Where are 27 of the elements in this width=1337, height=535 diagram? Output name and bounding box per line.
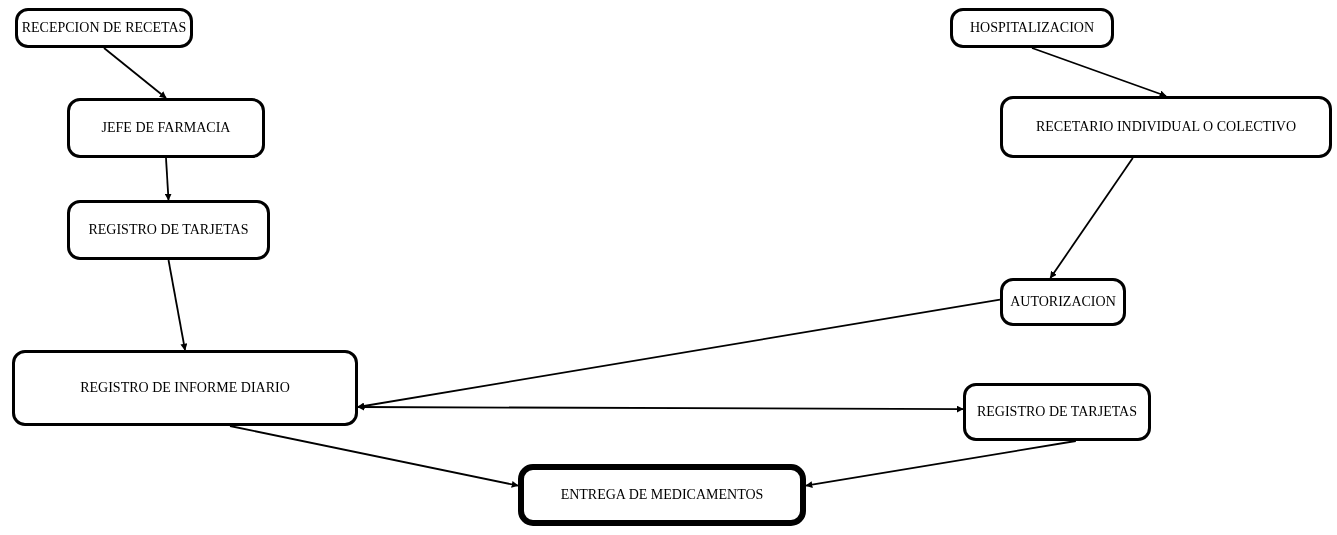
process-box [67,98,265,158]
process-box [67,200,270,260]
arrow [357,298,1001,410]
box-label: REGISTRO DE TARJETAS [88,222,249,238]
box-label: HOSPITALIZACION [969,20,1095,36]
arrow [1049,157,1134,279]
box-label: AUTORIZACION [1010,294,1116,310]
box-label: RECETARIO INDIVIDUAL O COLECTIVO [1035,119,1296,135]
arrow [805,440,1077,489]
box-label: RECEPCION DE RECETAS [21,20,187,36]
arrow [167,259,188,351]
box-label: ENTREGA DE MEDICAMENTOS [560,487,764,503]
arrow [357,403,964,413]
process-box [1000,96,1332,158]
arrow [1031,47,1167,98]
arrow [164,157,172,201]
box-label: REGISTRO DE TARJETAS [976,404,1138,420]
process-box [15,8,193,48]
process-box [518,464,806,526]
arrow [229,425,519,488]
process-box [950,8,1114,48]
arrow [103,47,167,99]
process-box [1000,278,1126,326]
process-box [12,350,358,426]
box-label: JEFE DE FARMACIA [101,120,231,136]
process-box [963,383,1151,441]
box-label: REGISTRO DE INFORME DIARIO [80,380,290,396]
